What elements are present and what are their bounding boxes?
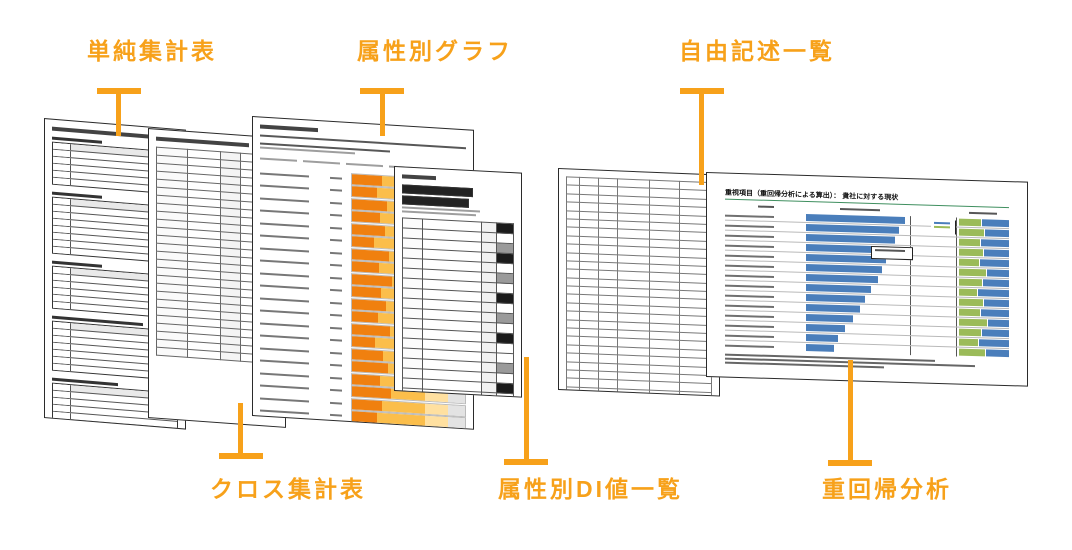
callout-label: 重回帰分析 (822, 476, 952, 502)
callout-stem (238, 403, 243, 453)
callout-cap (828, 460, 872, 466)
callout-label: 自由記述一覧 (679, 38, 835, 64)
callout-stem (524, 357, 529, 459)
callout-label: クロス集計表 (210, 476, 366, 502)
callout-label: 属性別グラフ (357, 38, 513, 64)
callout-stem (116, 88, 121, 136)
callout-stem (699, 88, 704, 185)
callout-label: 属性別DI値一覧 (498, 476, 683, 502)
callout-cap (504, 459, 548, 465)
callout-label: 単純集計表 (87, 38, 217, 64)
callout-cap (219, 453, 263, 459)
callout-stem (848, 360, 853, 460)
callout-stem (380, 88, 385, 136)
